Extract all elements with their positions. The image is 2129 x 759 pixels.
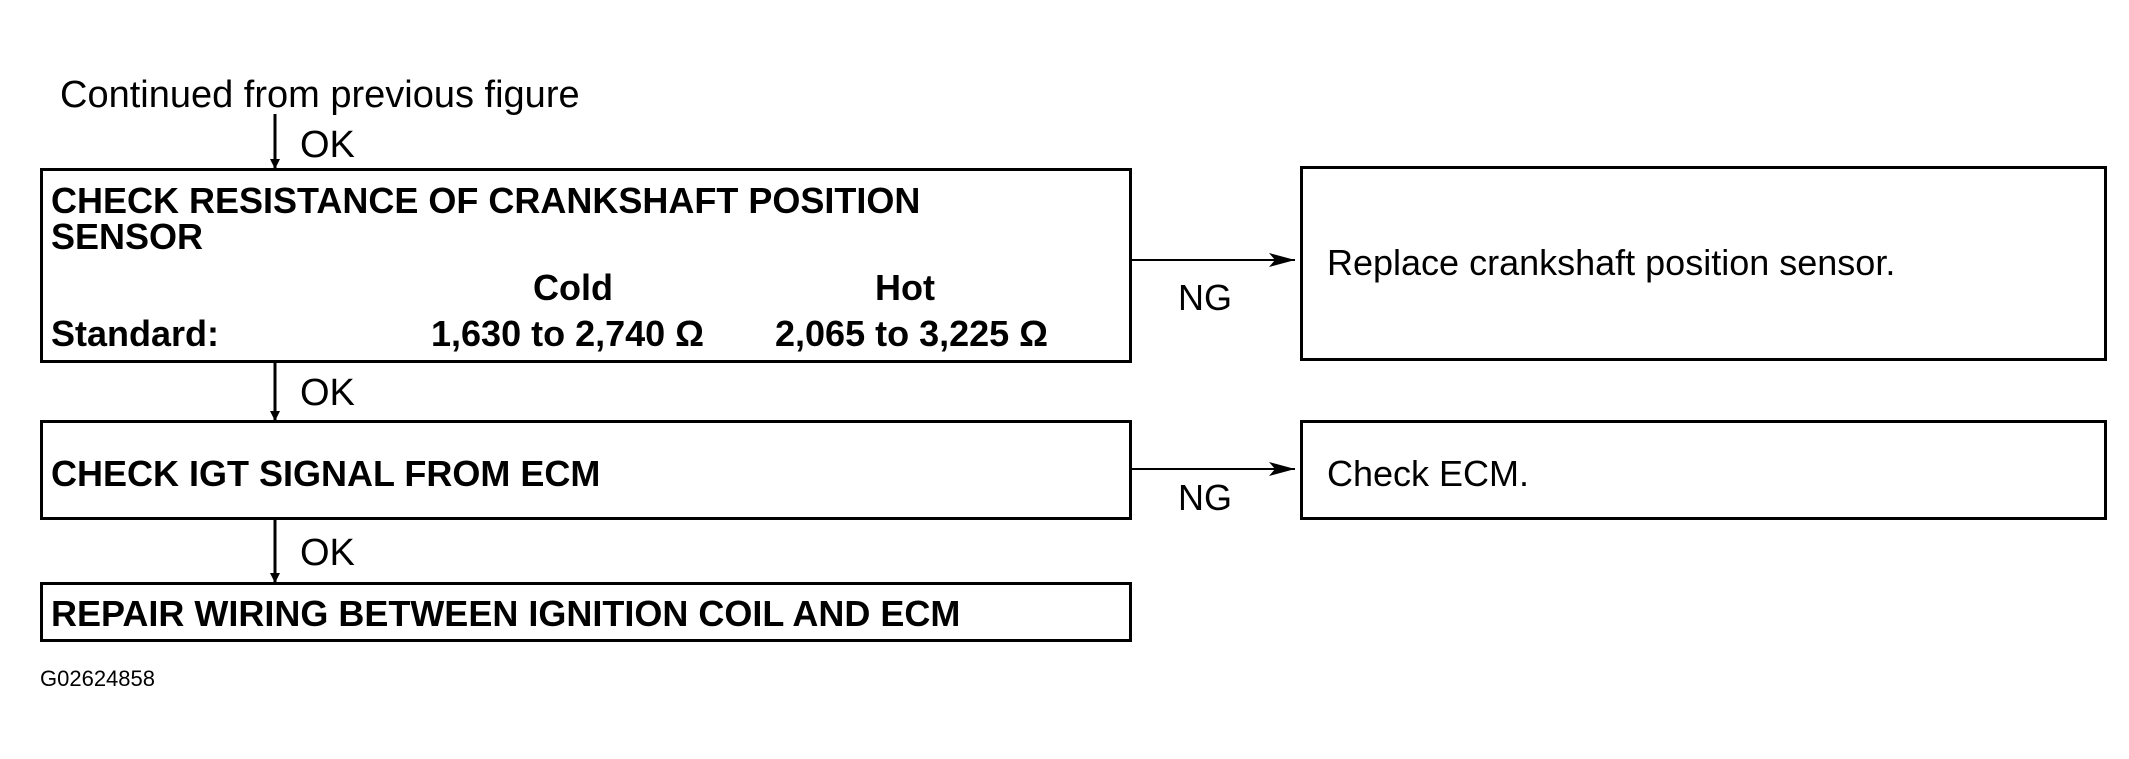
standard-label: Standard:: [51, 313, 220, 354]
step1-title-line1: CHECK RESISTANCE OF CRANKSHAFT POSITION: [51, 180, 921, 221]
result1-text: Replace crankshaft position sensor.: [1327, 242, 1896, 283]
cold-resistance-value: 1,630 to 2,740 Ω: [431, 313, 705, 354]
ng-label-1: NG: [1178, 277, 1232, 318]
result-check-ecm-box: Check ECM.: [1300, 420, 2107, 520]
figure-id: G02624858: [40, 666, 155, 691]
ng-label-2: NG: [1178, 477, 1232, 518]
continued-label: Continued from previous figure: [60, 74, 580, 116]
ok-label-1: OK: [300, 124, 355, 166]
step-check-resistance-box: CHECK RESISTANCE OF CRANKSHAFT POSITION …: [40, 168, 1132, 363]
step-repair-wiring-box: REPAIR WIRING BETWEEN IGNITION COIL AND …: [40, 582, 1132, 642]
ok-label-2: OK: [300, 372, 355, 414]
step-check-igt-box: CHECK IGT SIGNAL FROM ECM: [40, 420, 1132, 520]
col-hot-header: Hot: [875, 267, 935, 308]
step3-title: REPAIR WIRING BETWEEN IGNITION COIL AND …: [51, 593, 961, 634]
step1-title-line2: SENSOR: [51, 216, 204, 257]
hot-resistance-value: 2,065 to 3,225 Ω: [775, 313, 1049, 354]
result-replace-sensor-box: Replace crankshaft position sensor.: [1300, 166, 2107, 361]
step2-title: CHECK IGT SIGNAL FROM ECM: [51, 453, 601, 494]
col-cold-header: Cold: [533, 267, 613, 308]
ok-label-3: OK: [300, 532, 355, 574]
result2-text: Check ECM.: [1327, 453, 1530, 494]
